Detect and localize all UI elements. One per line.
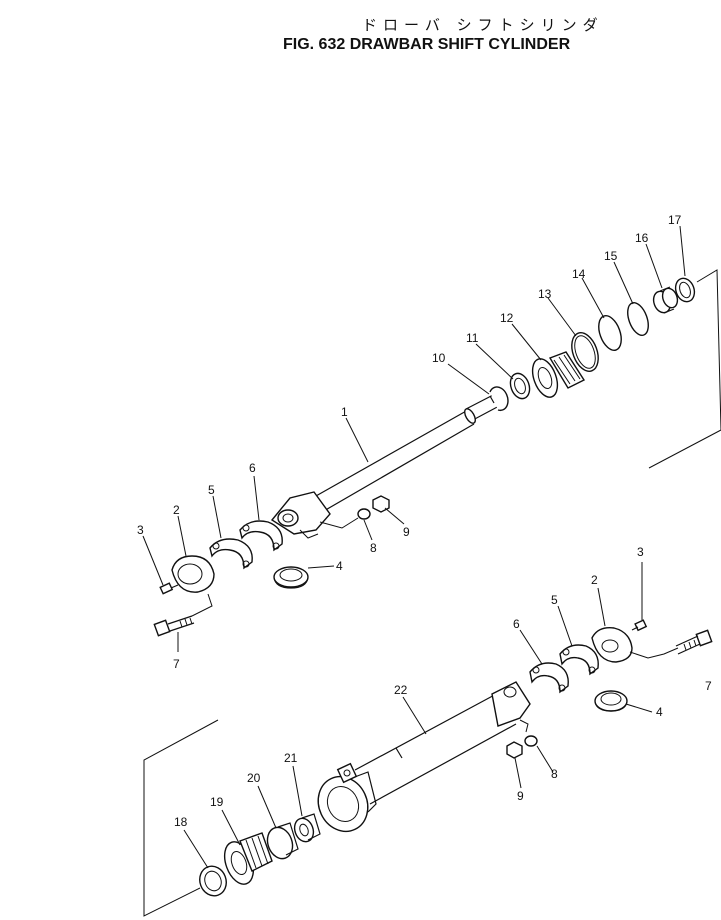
leader-lines	[142, 225, 686, 869]
callout-1: 1	[341, 405, 348, 419]
callout-5: 5	[208, 483, 215, 497]
callout-3: 3	[137, 523, 144, 537]
callout-7: 7	[173, 657, 180, 671]
piston-rod	[299, 391, 503, 520]
dust-seal-17	[674, 277, 696, 303]
bolt-upper	[153, 615, 195, 637]
callout-21: 21	[284, 751, 298, 765]
bushing-lower	[594, 690, 628, 712]
callout-7-lower: 7	[705, 679, 712, 693]
callout-10: 10	[432, 351, 446, 365]
gland-collar	[293, 813, 321, 843]
callout-2: 2	[173, 503, 180, 517]
wear-ring-14	[598, 315, 622, 351]
grease-fitting-lower	[631, 619, 648, 632]
callout-labels: 1 2 3 4 5 6 7 8 9 10 11 12 13 14 15 16 1…	[137, 213, 712, 829]
callout-20: 20	[247, 771, 261, 785]
cap-upper	[171, 555, 215, 593]
callout-6: 6	[249, 461, 256, 475]
callout-17: 17	[668, 213, 682, 227]
figure-title: FIG. 632 DRAWBAR SHIFT CYLINDER	[283, 36, 571, 53]
callout-12: 12	[500, 311, 514, 325]
callout-6-lower: 6	[513, 617, 520, 631]
callout-15: 15	[604, 249, 618, 263]
callout-18: 18	[174, 815, 188, 829]
shim-lower	[529, 662, 569, 694]
seal-16	[652, 286, 679, 314]
callout-4: 4	[336, 559, 343, 573]
callout-9: 9	[403, 525, 410, 539]
callout-2-lower: 2	[591, 573, 598, 587]
shim-2-upper	[209, 538, 253, 570]
washer-upper	[357, 508, 371, 520]
callout-8-lower: 8	[551, 767, 558, 781]
washer-lower	[524, 735, 538, 747]
callout-3-lower: 3	[637, 545, 644, 559]
ring-11	[509, 372, 531, 400]
cylinder-tube	[317, 681, 531, 833]
callout-16: 16	[635, 231, 649, 245]
bolt-lower	[675, 629, 713, 655]
callout-8: 8	[370, 541, 377, 555]
bushing-upper	[273, 566, 309, 589]
figure-title-japanese: ドローバ シフトシリンダ	[362, 16, 604, 34]
grease-fitting-upper	[159, 582, 179, 595]
piston	[531, 351, 586, 398]
callout-14: 14	[572, 267, 586, 281]
callout-13: 13	[538, 287, 552, 301]
piston-ring-13	[571, 332, 599, 372]
assembly-bracket-lower	[143, 719, 219, 917]
callout-4-lower: 4	[656, 705, 663, 719]
shim-2-lower	[559, 644, 599, 676]
snap-ring	[489, 386, 509, 412]
ring-20	[266, 822, 299, 860]
assembly-bracket-upper	[648, 269, 721, 469]
shim-upper	[239, 520, 283, 552]
callout-11: 11	[466, 331, 479, 345]
callout-9-lower: 9	[517, 789, 524, 803]
rod-gland	[223, 832, 273, 885]
callout-5-lower: 5	[551, 593, 558, 607]
dust-seal-18	[199, 865, 227, 897]
callout-22: 22	[394, 683, 408, 697]
nut-lower	[506, 741, 523, 759]
o-ring-15	[627, 302, 649, 336]
callout-19: 19	[210, 795, 224, 809]
cap-lower	[591, 627, 633, 663]
rod-eye	[270, 491, 331, 539]
